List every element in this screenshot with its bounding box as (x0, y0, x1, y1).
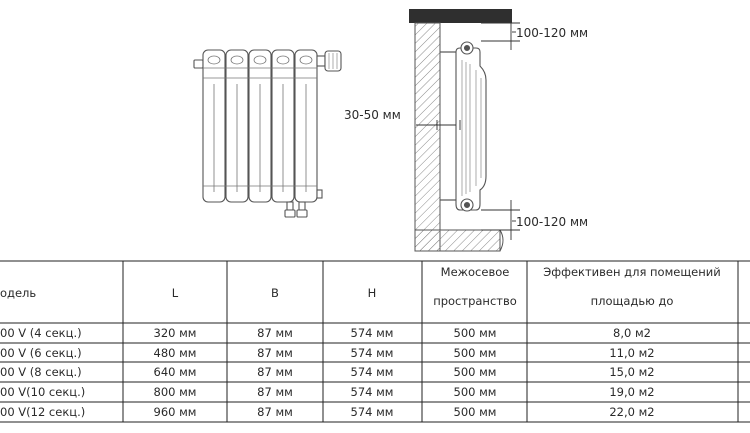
header-model: одель (0, 286, 36, 300)
floor-gap-label: 100-120 мм (516, 215, 588, 229)
cell-area: 11,0 м2 (609, 346, 654, 360)
cell-h: 574 мм (351, 405, 394, 419)
table-row: 00 V(10 секц.) 800 мм 87 мм 574 мм 500 м… (0, 385, 655, 399)
installation-side-view: 100-120 мм 30-50 мм 100-120 мм (344, 9, 588, 252)
cell-area: 22,0 м2 (609, 405, 654, 419)
header-area-line1: Эффективен для помещений (543, 265, 720, 279)
table-header: одель L B H Межосевое пространство Эффек… (0, 265, 721, 308)
cell-b: 87 мм (257, 326, 293, 340)
cell-l: 480 мм (154, 346, 197, 360)
floor (414, 229, 501, 252)
table-row: 00 V (8 секц.) 640 мм 87 мм 574 мм 500 м… (0, 365, 655, 379)
cell-axis: 500 мм (454, 385, 497, 399)
wall (414, 22, 441, 252)
cell-area: 15,0 м2 (609, 365, 654, 379)
cell-model: 00 V(10 секц.) (0, 385, 85, 399)
cell-h: 574 мм (351, 365, 394, 379)
radiator-sections (202, 49, 318, 203)
cell-model: 00 V (4 секц.) (0, 326, 82, 340)
cell-model: 00 V(12 секц.) (0, 405, 85, 419)
cell-h: 574 мм (351, 385, 394, 399)
table-row: 00 V(12 секц.) 960 мм 87 мм 574 мм 500 м… (0, 405, 655, 419)
cell-b: 87 мм (257, 346, 293, 360)
cell-b: 87 мм (257, 405, 293, 419)
radiator-front-view (193, 49, 342, 218)
cell-b: 87 мм (257, 365, 293, 379)
cell-axis: 500 мм (454, 346, 497, 360)
cell-l: 640 мм (154, 365, 197, 379)
header-h: H (368, 286, 377, 300)
cell-area: 8,0 м2 (613, 326, 651, 340)
cell-area: 19,0 м2 (609, 385, 654, 399)
cell-l: 960 мм (154, 405, 197, 419)
cell-axis: 500 мм (454, 326, 497, 340)
top-gap-label: 100-120 мм (516, 26, 588, 40)
bottom-connection (284, 201, 308, 218)
cell-b: 87 мм (257, 385, 293, 399)
cell-l: 320 мм (154, 326, 197, 340)
cell-l: 800 мм (154, 385, 197, 399)
cell-axis: 500 мм (454, 365, 497, 379)
header-b: B (271, 286, 279, 300)
table-row: 00 V (4 секц.) 320 мм 87 мм 574 мм 500 м… (0, 326, 651, 340)
cell-model: 00 V (6 секц.) (0, 346, 82, 360)
header-axis-line1: Межосевое (441, 265, 510, 279)
cell-axis: 500 мм (454, 405, 497, 419)
header-l: L (172, 286, 179, 300)
cell-model: 00 V (8 секц.) (0, 365, 82, 379)
radiator-side-profile (440, 41, 487, 212)
cell-h: 574 мм (351, 326, 394, 340)
thermostatic-valve (316, 50, 342, 72)
table-row: 00 V (6 секц.) 480 мм 87 мм 574 мм 500 м… (0, 346, 655, 360)
cell-h: 574 мм (351, 346, 394, 360)
wall-gap-label: 30-50 мм (344, 108, 401, 122)
header-axis-line2: пространство (433, 294, 517, 308)
header-area-line2: площадью до (591, 294, 674, 308)
spec-table: одель L B H Межосевое пространство Эффек… (0, 260, 750, 423)
top-shelf (409, 9, 512, 23)
